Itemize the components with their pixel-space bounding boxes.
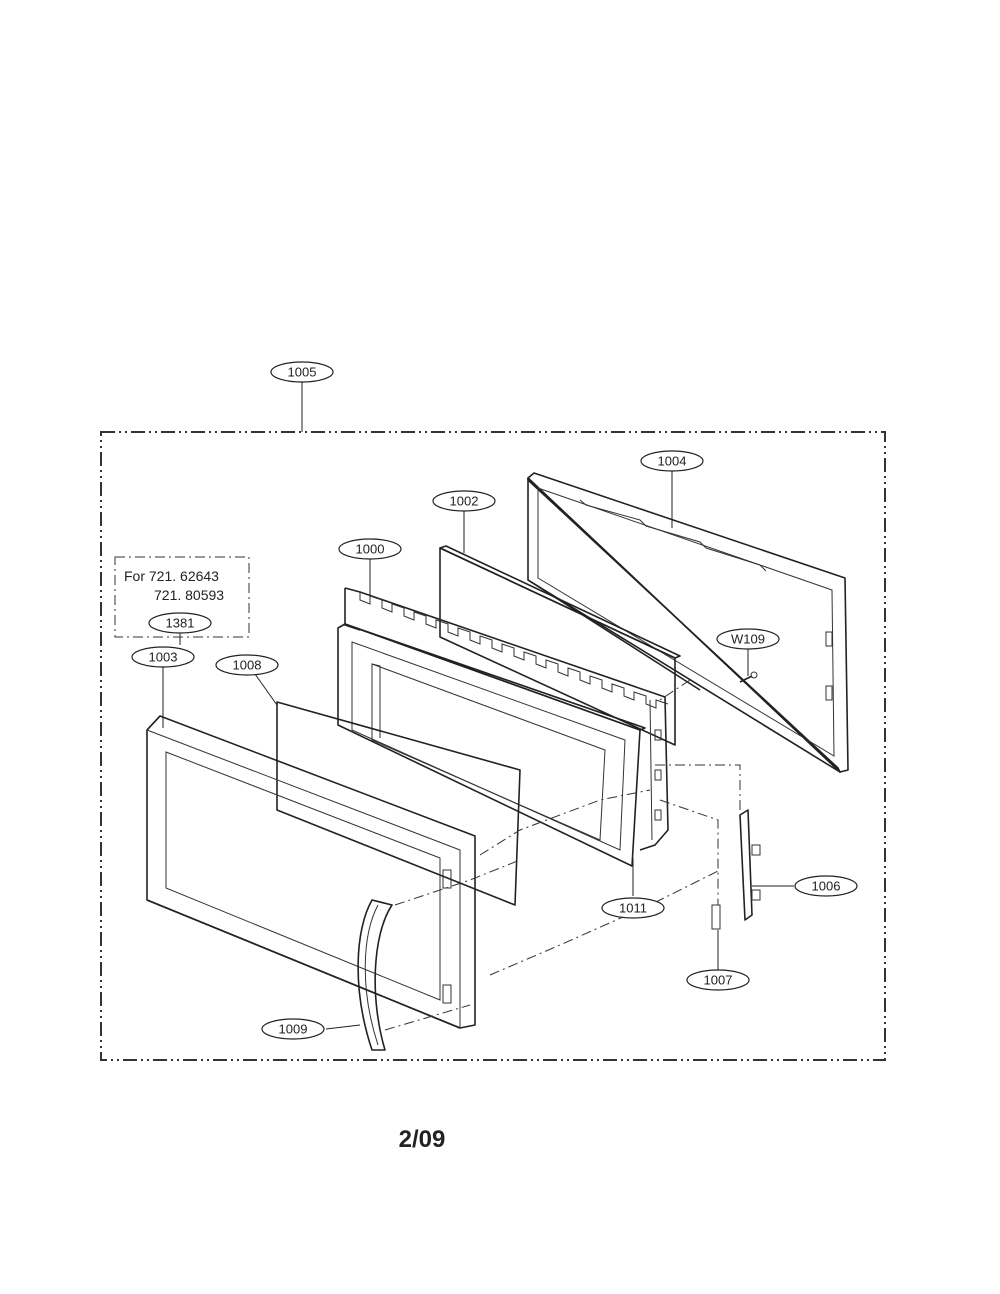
part-1011-inner-door — [337, 623, 646, 867]
assembly-guide-lines — [384, 679, 741, 1031]
svg-text:1008: 1008 — [233, 658, 262, 673]
callout-1004: 1004 — [640, 450, 704, 472]
callout-1006: 1006 — [794, 875, 858, 897]
part-1006-latch — [739, 809, 761, 921]
part-1002-shield-sheet — [439, 545, 681, 746]
svg-text:1009: 1009 — [279, 1022, 308, 1037]
callout-1011: 1011 — [601, 897, 665, 919]
svg-text:1003: 1003 — [149, 650, 178, 665]
part-1007-spring — [711, 904, 721, 930]
note-line-1: For 721. 62643 — [124, 568, 219, 584]
callout-1003: 1003 — [131, 646, 195, 668]
note-box — [114, 556, 250, 638]
callout-1009: 1009 — [261, 1018, 325, 1040]
part-w109-screw — [739, 671, 758, 683]
svg-text:W109: W109 — [731, 632, 765, 647]
assembly-frame — [100, 431, 886, 1061]
part-1003-outer-door — [146, 715, 476, 1029]
part-1008-glass-sheet — [276, 701, 521, 906]
part-1004-back-panel — [527, 472, 849, 773]
callout-1381: 1381 — [148, 612, 212, 634]
callout-w109: W109 — [716, 628, 780, 650]
svg-text:1006: 1006 — [812, 879, 841, 894]
callout-1000: 1000 — [338, 538, 402, 560]
page-number: 2/09 — [399, 1126, 446, 1153]
callout-1008: 1008 — [215, 654, 279, 676]
note-line-2: 721. 80593 — [154, 587, 224, 603]
svg-text:1381: 1381 — [166, 616, 195, 631]
svg-text:1007: 1007 — [704, 973, 733, 988]
leader-lines — [162, 382, 794, 1030]
part-1009-handle — [357, 899, 393, 1051]
svg-text:1004: 1004 — [658, 454, 687, 469]
svg-text:1002: 1002 — [450, 494, 479, 509]
callout-1005: 1005 — [270, 361, 334, 383]
callout-1007: 1007 — [686, 969, 750, 991]
callout-1002: 1002 — [432, 490, 496, 512]
svg-text:1005: 1005 — [288, 365, 317, 380]
svg-text:1000: 1000 — [356, 542, 385, 557]
svg-text:1011: 1011 — [619, 901, 647, 916]
